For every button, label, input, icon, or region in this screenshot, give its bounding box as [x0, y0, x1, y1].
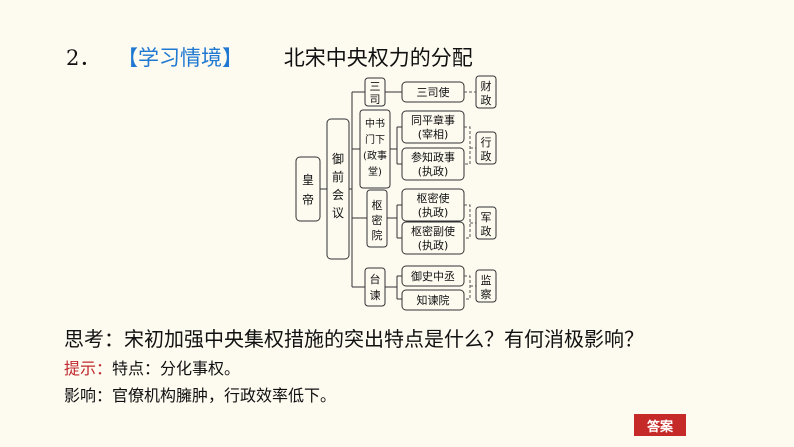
canzhi-box — [401, 147, 465, 181]
yushi-label: 御史中丞 — [411, 269, 455, 283]
military-label-1: 军 — [481, 211, 492, 224]
zhongshu-label-4: 堂) — [368, 166, 382, 178]
council-label-1: 御 — [332, 151, 344, 166]
shumi-label-2: 密 — [372, 213, 383, 227]
shumifu-label-1: 枢密副使 — [411, 224, 455, 238]
council-label-3: 会 — [332, 188, 344, 202]
question-text: 思考：宋初加强中央集权措施的突出特点是什么？有何消极影响？ — [64, 327, 644, 351]
emperor-box — [295, 156, 321, 222]
shumishi-label-2: (执政) — [418, 205, 449, 219]
section-heading: 2． 【学习情境】 北宋中央权力的分配 — [66, 42, 473, 72]
shumi-label-3: 院 — [372, 228, 383, 242]
emperor-label-1: 皇 — [302, 173, 314, 187]
hint-text: 特点：分化事权。 — [112, 359, 241, 378]
council-label-4: 议 — [332, 206, 344, 220]
canzhi-label-1: 参知政事 — [411, 150, 455, 164]
impact-text: 影响：官僚机构臃肿，行政效率低下。 — [64, 386, 337, 405]
sansi-label-1: 三 — [370, 80, 381, 93]
zhijian-label: 知谏院 — [417, 293, 450, 307]
canzhi-label-2: (执政) — [418, 164, 449, 178]
sansishi-label: 三司使 — [417, 86, 450, 99]
zhongshu-label-1: 中书 — [365, 117, 385, 130]
sansi-label-2: 司 — [370, 93, 381, 106]
supervision-label-1: 监 — [481, 274, 492, 287]
emperor-label-2: 帝 — [302, 192, 314, 207]
taijian-label-2: 谏 — [370, 289, 381, 302]
taijian-label-1: 台 — [370, 272, 381, 286]
finance-label-2: 政 — [481, 93, 492, 107]
page-title: 北宋中央权力的分配 — [283, 46, 473, 70]
zhongshu-label-3: (政事 — [363, 149, 387, 162]
administration-label-2: 政 — [481, 149, 492, 163]
item-number: 2． — [66, 46, 101, 70]
shumifu-label-2: (执政) — [418, 238, 449, 252]
supervision-label-2: 察 — [481, 287, 492, 301]
hint-line: 提示：特点：分化事权。 — [64, 355, 240, 379]
learning-context-tag: 【学习情境】 — [117, 46, 244, 70]
zhongshu-label-2: 门下 — [365, 133, 385, 146]
zhijian-box — [401, 289, 465, 311]
tongping-label-2: (宰相) — [418, 127, 449, 141]
finance-label-1: 财 — [481, 79, 492, 93]
answer-button[interactable]: 答案 — [634, 414, 686, 436]
military-label-2: 政 — [481, 224, 492, 238]
shumishi-label-1: 枢密使 — [417, 191, 450, 205]
tongping-label-1: 同平章事 — [411, 113, 455, 127]
shumifu-box — [401, 221, 465, 255]
shumi-label-1: 枢 — [372, 198, 383, 212]
administration-label-1: 行 — [481, 136, 492, 149]
hint-label: 提示： — [64, 359, 113, 378]
council-label-2: 前 — [332, 169, 344, 184]
